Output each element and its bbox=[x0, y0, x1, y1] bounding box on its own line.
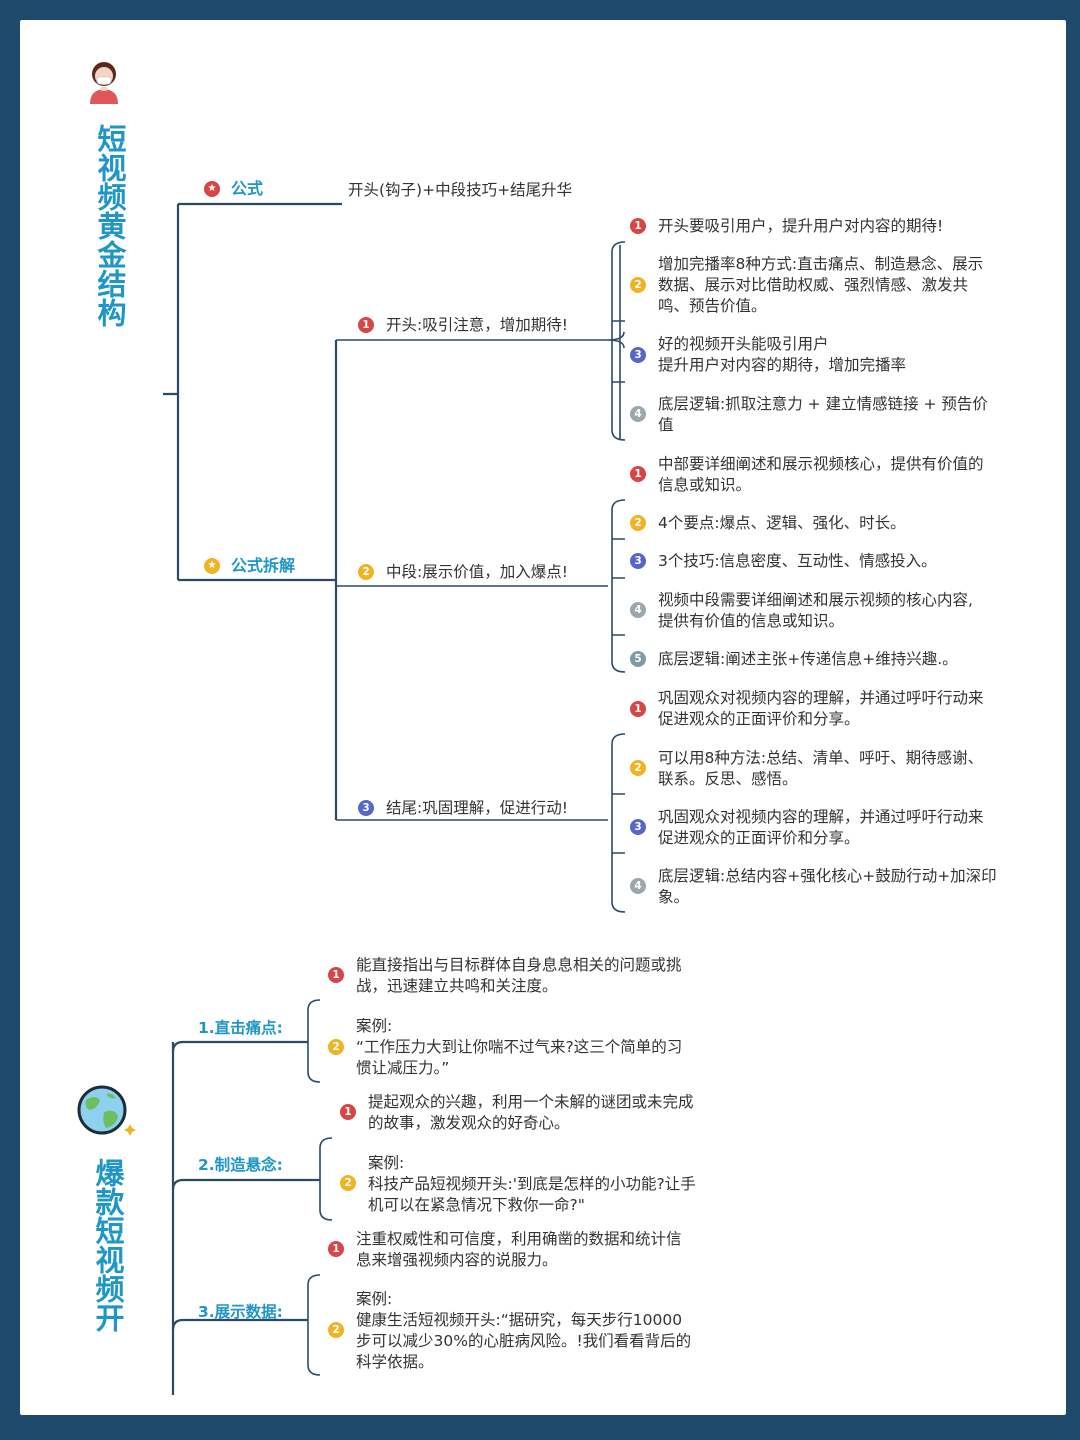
star-icon: ★ bbox=[204, 558, 220, 574]
item-number-badge: 3 bbox=[630, 819, 646, 835]
list-item: 巩固观众对视频内容的理解，并通过呼吁行动来 促进观众的正面评价和分享。 bbox=[658, 689, 984, 728]
list-item: 可以用8种方法:总结、清单、呼吁、期待感谢、 联系。反思、感悟。 bbox=[658, 749, 984, 788]
item-number-badge: 2 bbox=[328, 1039, 344, 1055]
list-item: 3个技巧:信息密度、互动性、情感投入。 bbox=[658, 552, 937, 570]
list-item: 案例: “工作压力大到让你喘不过气来?这三个简单的习 惯让减压力。” bbox=[356, 1017, 683, 1077]
branch-label: 1.直击痛点: bbox=[198, 1019, 283, 1037]
item-number-badge: 1 bbox=[328, 1241, 344, 1257]
list-item: 底层逻辑:总结内容+强化核心+鼓励行动+加深印 象。 bbox=[658, 867, 997, 906]
section-number-badge: 3 bbox=[358, 800, 374, 816]
avatar-icon bbox=[90, 62, 118, 104]
list-item: 增加完播率8种方式:直击痛点、制造悬念、展示 数据、展示对比借助权威、强烈情感、… bbox=[658, 255, 984, 315]
item-number-badge: 2 bbox=[328, 1322, 344, 1338]
list-item: 好的视频开头能吸引用户 提升用户对内容的期待，增加完播率 bbox=[658, 335, 907, 374]
section-label: 开头:吸引注意，增加期待! bbox=[386, 316, 568, 334]
list-item: 底层逻辑:阐述主张+传递信息+维持兴趣.。 bbox=[658, 650, 958, 668]
list-item: 案例: 科技产品短视频开头:'到底是怎样的小功能?让手 机可以在紧急情况下救你一… bbox=[368, 1154, 696, 1214]
item-number-badge: 4 bbox=[630, 406, 646, 422]
formula-text: 开头(钩子)+中段技巧+结尾升华 bbox=[348, 181, 573, 199]
item-number-badge: 2 bbox=[630, 760, 646, 776]
section-label: 中段:展示价值，加入爆点! bbox=[386, 563, 568, 581]
connector-lines bbox=[163, 202, 626, 1395]
list-item: 中部要详细阐述和展示视频核心，提供有价值的 信息或知识。 bbox=[658, 455, 984, 494]
item-number-badge: 1 bbox=[630, 701, 646, 717]
list-item: 注重权威性和可信度，利用确凿的数据和统计信 息来增强视频内容的说服力。 bbox=[356, 1230, 682, 1269]
top-title: 短视频黄金结构 bbox=[93, 124, 127, 327]
star-icon: ★ bbox=[204, 181, 220, 197]
item-number-badge: 3 bbox=[630, 553, 646, 569]
section-label: 结尾:巩固理解，促进行动! bbox=[386, 799, 568, 817]
list-item: 4个要点:爆点、逻辑、强化、时长。 bbox=[658, 514, 906, 532]
item-number-badge: 2 bbox=[340, 1175, 356, 1191]
item-number-badge: 1 bbox=[340, 1104, 356, 1120]
list-item: 巩固观众对视频内容的理解，并通过呼吁行动来 促进观众的正面评价和分享。 bbox=[658, 808, 984, 847]
item-number-badge: 5 bbox=[630, 651, 646, 667]
globe-icon bbox=[77, 1085, 136, 1136]
section-number-badge: 2 bbox=[358, 564, 374, 580]
list-item: 案例: 健康生活短视频开头:“据研究，每天步行10000 步可以减少30%的心脏… bbox=[356, 1290, 692, 1371]
item-number-badge: 3 bbox=[630, 347, 646, 363]
branch-label: 3.展示数据: bbox=[198, 1303, 283, 1321]
item-number-badge: 1 bbox=[630, 218, 646, 234]
bottom-title: 爆款短视频开 bbox=[91, 1158, 125, 1332]
item-number-badge: 2 bbox=[630, 515, 646, 531]
item-number-badge: 4 bbox=[630, 602, 646, 618]
item-number-badge: 2 bbox=[630, 277, 646, 293]
list-item: 视频中段需要详细阐述和展示视频的核心内容, 提供有价值的信息或知识。 bbox=[658, 591, 973, 630]
list-item: 开头要吸引用户，提升用户对内容的期待! bbox=[658, 217, 944, 235]
section-number-badge: 1 bbox=[358, 317, 374, 333]
formula-label: 公式 bbox=[231, 179, 264, 198]
mindmap-page: 短视频黄金结构 ★ 公式 开头(钩子)+中段技巧+结尾升华 ★ 公式拆解 1 开… bbox=[20, 20, 1066, 1415]
item-number-badge: 1 bbox=[630, 466, 646, 482]
item-number-badge: 1 bbox=[328, 967, 344, 983]
list-item: 底层逻辑:抓取注意力 + 建立情感链接 + 预告价 值 bbox=[658, 395, 988, 434]
list-item: 能直接指出与目标群体自身息息相关的问题或挑 战，迅速建立共鸣和关注度。 bbox=[356, 956, 682, 995]
breakdown-label: 公式拆解 bbox=[231, 556, 296, 575]
branch-label: 2.制造悬念: bbox=[198, 1156, 283, 1174]
item-number-badge: 4 bbox=[630, 878, 646, 894]
list-item: 提起观众的兴趣，利用一个未解的谜团或未完成 的故事，激发观众的好奇心。 bbox=[368, 1093, 694, 1132]
